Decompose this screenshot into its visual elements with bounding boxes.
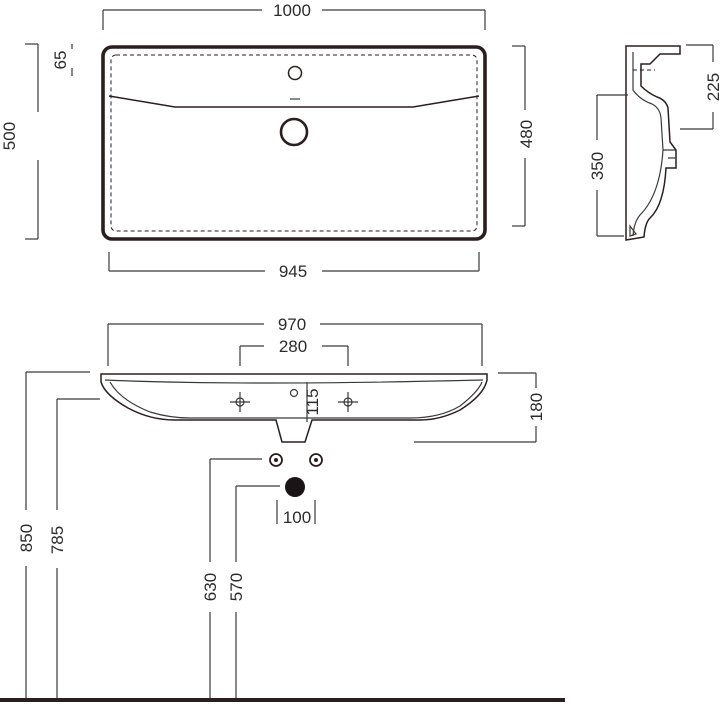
basin-outer-rim	[101, 45, 487, 241]
tap-hole	[287, 65, 303, 81]
dim-underside-height-floor: 785	[48, 398, 100, 700]
label-underside-height-floor: 785	[48, 526, 67, 554]
top-view: 1000 65 500 480	[0, 1, 536, 281]
label-overall-depth: 500	[0, 122, 19, 150]
label-bowl-height: 350	[588, 152, 607, 180]
outlet-detail	[663, 149, 676, 159]
label-fixing-spacing: 280	[279, 337, 307, 356]
label-waste-spacing: 100	[283, 508, 311, 527]
dim-fixing-spacing: 280	[239, 337, 349, 366]
basin-front-rim-inner	[104, 379, 484, 384]
basin-side-inner	[632, 52, 664, 237]
fixing-mark-right	[338, 392, 358, 412]
dim-waste-outlet-height: 570	[227, 485, 280, 700]
overflow-hole	[289, 388, 299, 398]
label-waste-outlet-height: 570	[227, 573, 246, 601]
wall-bolt-left	[269, 453, 283, 467]
fixing-mark-left	[230, 392, 250, 412]
label-rim-to-outlet: 225	[704, 73, 723, 101]
label-tap-offset: 65	[51, 51, 70, 70]
dim-tap-offset: 65	[51, 44, 73, 76]
label-inner-width: 945	[279, 262, 307, 281]
side-corner-detail	[629, 224, 637, 237]
basin-shelf-line	[108, 95, 480, 108]
label-inner-depth: 480	[517, 120, 536, 148]
label-overall-width: 1000	[273, 1, 311, 20]
dim-fixing-bolt-height: 630	[201, 458, 262, 700]
dim-front-width: 970	[107, 315, 483, 366]
basin-inner-edge	[110, 54, 478, 232]
label-rim-height-floor: 850	[17, 524, 36, 552]
front-view: 970 280 115	[0, 315, 565, 702]
dim-bowl-height: 350	[588, 94, 628, 237]
label-fixing-height: 115	[303, 388, 322, 415]
label-fixing-bolt-height: 630	[201, 573, 220, 601]
dim-inner-depth: 480	[512, 45, 536, 227]
label-body-height: 180	[527, 393, 546, 421]
dim-overall-depth: 500	[0, 43, 39, 240]
waste-outlet	[285, 477, 305, 497]
dim-inner-width: 945	[108, 252, 480, 281]
dim-body-height: 180	[414, 372, 546, 443]
dim-fixing-height: 115	[303, 382, 322, 422]
dim-rim-to-outlet: 225	[680, 44, 723, 130]
dim-overall-width: 1000	[102, 1, 486, 30]
basin-side-profile	[625, 45, 681, 241]
basin-front-bowl-inner	[109, 381, 483, 419]
waste-hole	[279, 117, 309, 147]
side-view: 225 350	[588, 44, 723, 241]
wall-bolt-right	[309, 453, 323, 467]
basin-front-profile	[100, 373, 488, 443]
dim-rim-height-floor: 850	[17, 371, 90, 700]
dim-waste-spacing: 100	[276, 500, 316, 527]
label-front-width: 970	[278, 315, 306, 334]
